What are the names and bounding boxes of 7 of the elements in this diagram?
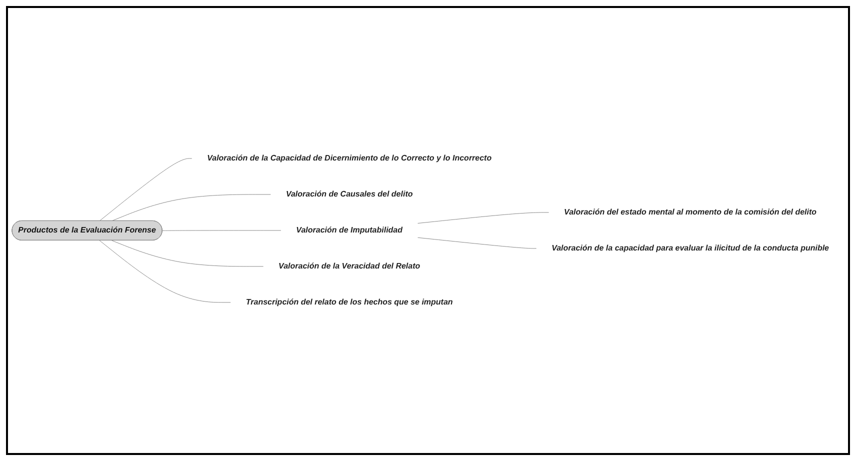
connector (417, 212, 550, 224)
connector (111, 240, 264, 267)
connector (99, 158, 192, 222)
connector (162, 230, 282, 231)
connector (111, 194, 272, 222)
connector (417, 237, 537, 249)
connector (99, 240, 232, 303)
